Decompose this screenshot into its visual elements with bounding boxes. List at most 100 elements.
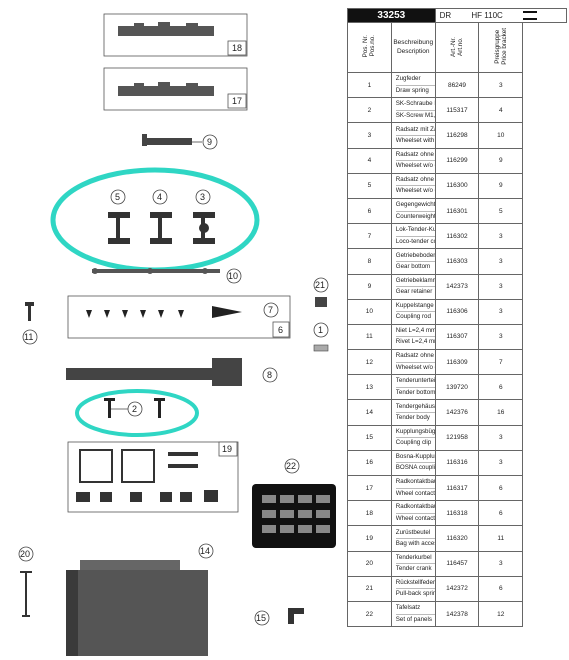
description-cell: Radsatz ohne Zahnrad ohne Haftring vorne… bbox=[390, 172, 436, 199]
art-number-cell: 116298 bbox=[434, 122, 480, 149]
col-description: Beschreibung Description bbox=[390, 22, 436, 73]
description-cell: Radkontaktbaugruppe linksWheel contact a… bbox=[390, 474, 436, 502]
description-en: Wheelset with gear wheel w/o tract.tyre bbox=[395, 134, 435, 144]
pos-cell: 17 bbox=[347, 474, 392, 502]
label-18: 18 bbox=[232, 43, 242, 53]
col-pos: Pos. Nr.Pos.no. bbox=[347, 22, 392, 73]
price-bracket-cell: 3 bbox=[478, 550, 524, 577]
description-de: Gegengewichtsatz bbox=[395, 201, 435, 209]
model-label: HF 110C bbox=[471, 10, 503, 20]
table-row: 2SK-Schraube M1,6x5 mmSK-Screw M1,6x5 mm… bbox=[347, 97, 567, 124]
pos-cell: 6 bbox=[347, 197, 392, 225]
price-bracket-cell: 10 bbox=[478, 122, 524, 149]
description-de: Radkontaktbaugruppe rechts bbox=[395, 503, 435, 511]
pos-cell: 8 bbox=[347, 248, 392, 275]
pos-cell: 9 bbox=[347, 273, 392, 300]
price-bracket-cell: 6 bbox=[478, 374, 524, 401]
equals-icon bbox=[523, 11, 538, 21]
table-header-row: 33253 DR HF 110C bbox=[347, 8, 568, 23]
description-cell: SK-Schraube M1,6x5 mmSK-Screw M1,6x5 mm bbox=[390, 97, 436, 124]
description-en: Wheel contact assembly right bbox=[395, 512, 435, 522]
part-9-gear-retainer: 9 bbox=[142, 134, 218, 150]
art-number-cell: 116318 bbox=[434, 500, 480, 527]
description-cell: Radkontaktbaugruppe rechtsWheel contact … bbox=[390, 500, 436, 527]
price-bracket-cell: 7 bbox=[478, 349, 524, 376]
art-number-cell: 115317 bbox=[434, 97, 480, 124]
price-bracket-cell: 6 bbox=[478, 474, 524, 502]
description-en: Draw spring bbox=[395, 84, 435, 95]
label-7: 7 bbox=[268, 305, 273, 315]
description-en: Tender crank bbox=[395, 563, 435, 573]
part-6-7-group: 7 6 bbox=[67, 295, 291, 339]
label-21: 21 bbox=[315, 280, 325, 290]
art-number-cell: 116316 bbox=[434, 449, 480, 477]
description-en: Tender body bbox=[395, 412, 435, 422]
label-9: 9 bbox=[207, 137, 212, 147]
description-de: Getriebeboden bbox=[395, 251, 435, 259]
label-5: 5 bbox=[115, 192, 120, 202]
pos-cell: 10 bbox=[347, 298, 392, 325]
description-en: Set of panels bbox=[395, 613, 435, 624]
art-number-cell: 116303 bbox=[434, 248, 480, 275]
description-en: Bag with accessories bbox=[395, 537, 435, 547]
part-15-coupling-clip: 15 bbox=[254, 608, 304, 626]
description-en: Rivet L=2,4 mm bbox=[395, 336, 435, 346]
description-de: Rückstellfeder bbox=[395, 578, 435, 586]
label-6: 6 bbox=[278, 325, 283, 335]
description-cell: GegengewichtsatzCounterweight set bbox=[390, 197, 436, 225]
art-number-cell: 116306 bbox=[434, 298, 480, 325]
pos-cell: 4 bbox=[347, 147, 392, 174]
description-en: Gear retainer bbox=[395, 286, 435, 296]
art-number-cell: 116301 bbox=[434, 197, 480, 225]
pos-cell: 19 bbox=[347, 525, 392, 552]
pos-cell: 1 bbox=[347, 71, 392, 99]
table-row: 17Radkontaktbaugruppe linksWheel contact… bbox=[347, 474, 567, 502]
description-de: Tendergehäuse bbox=[395, 402, 435, 410]
description-de: Radsatz ohne Zahnrad ohne Haftring bbox=[395, 352, 435, 360]
description-cell: Radsatz ohne Zahnrad ohne HaftringWheels… bbox=[390, 349, 436, 376]
label-17: 17 bbox=[232, 96, 242, 106]
price-bracket-cell: 9 bbox=[478, 172, 524, 199]
pos-cell: 5 bbox=[347, 172, 392, 199]
art-number-cell: 142372 bbox=[434, 575, 480, 602]
pos-cell: 15 bbox=[347, 424, 392, 451]
pos-cell: 20 bbox=[347, 550, 392, 577]
description-en: BOSNA coupling bbox=[395, 462, 435, 472]
description-de: Tafelsatz bbox=[395, 604, 421, 612]
art-number-cell: 116299 bbox=[434, 147, 480, 174]
label-20: 20 bbox=[20, 549, 30, 559]
part-2-screws: 2 bbox=[104, 398, 165, 418]
price-bracket-cell: 3 bbox=[478, 424, 524, 451]
label-19: 19 bbox=[222, 444, 232, 454]
highlight-oval-wheelsets bbox=[50, 167, 260, 273]
part-17-group: 17 bbox=[103, 67, 248, 111]
pos-cell: 13 bbox=[347, 374, 392, 401]
description-de: Zugfeder bbox=[395, 75, 421, 83]
description-de: Bosna-Kupplung bbox=[395, 453, 435, 461]
table-row: 6GegengewichtsatzCounterweight set116301… bbox=[347, 197, 567, 225]
price-bracket-cell: 6 bbox=[478, 500, 524, 527]
label-8: 8 bbox=[267, 370, 272, 380]
description-de: Tenderunterteil bbox=[395, 377, 435, 385]
part-20-tender-crank: 20 bbox=[18, 546, 34, 617]
description-de: Lok-Tender-Kupplung bbox=[395, 226, 435, 234]
description-de: Radkontaktbaugruppe links bbox=[395, 478, 435, 486]
description-de: Getriebeklammer bbox=[395, 276, 435, 284]
price-bracket-cell: 3 bbox=[478, 323, 524, 351]
art-number-cell: 86249 bbox=[434, 71, 480, 99]
art-number-cell: 116457 bbox=[434, 550, 480, 577]
model-info: DR HF 110C bbox=[434, 8, 568, 23]
highlight-oval-screws bbox=[75, 389, 199, 437]
description-de: Radsatz mit Zahnrad ohne Haftring bbox=[395, 125, 435, 133]
